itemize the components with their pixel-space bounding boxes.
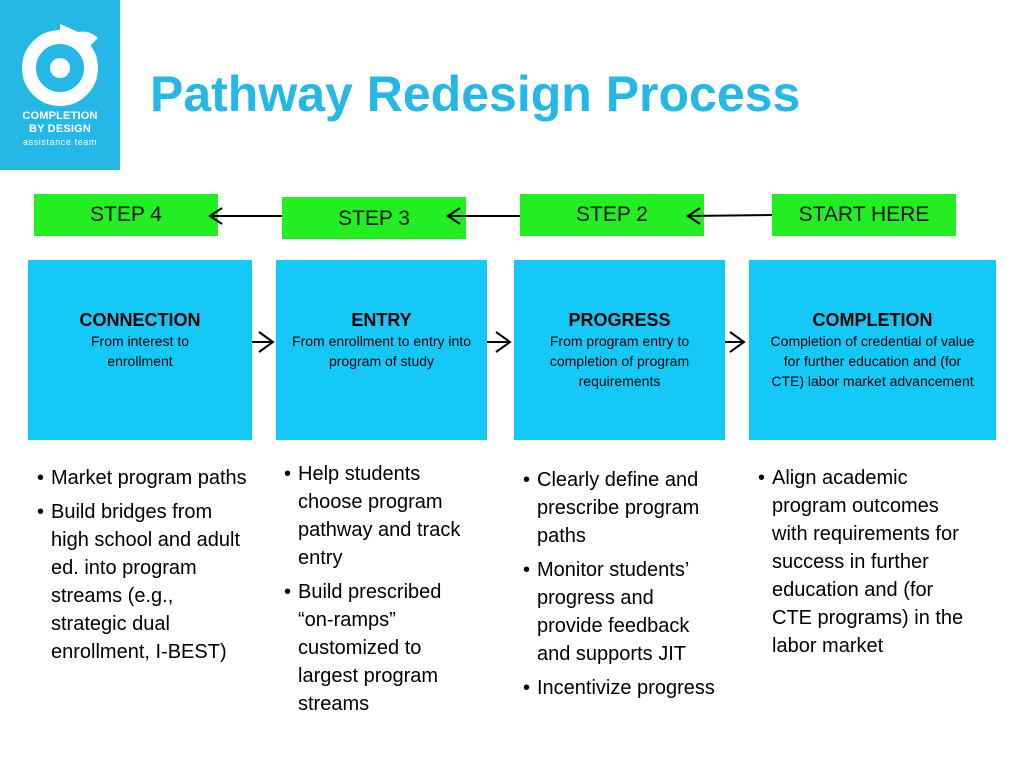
stage-connection-box: CONNECTION From interest to enrollment [28,260,252,440]
step-2-label: STEP 2 [520,194,704,236]
logo: COMPLETION BY DESIGN assistance team [0,0,120,170]
logo-line3: assistance team [22,137,98,147]
stage-progress-description: From program entry to completion of prog… [549,333,690,389]
stage-entry-box: ENTRY From enrollment to entry into prog… [276,260,487,440]
arrow-left-icon [446,207,520,225]
list-item: Align academic program outcomes with req… [758,464,976,660]
start-here-label: START HERE [772,194,956,236]
step-3-label: STEP 3 [282,197,466,239]
logo-line2: BY DESIGN [28,123,92,135]
list-item: Build prescribed “on-ramps” customized t… [284,578,480,718]
stage-connection-title: CONNECTION [79,310,201,330]
logo-mark-icon [22,24,98,106]
arrow-left-icon [208,207,282,225]
list-item: Build bridges from high school and adult… [37,498,249,666]
step-4-label: STEP 4 [34,194,218,236]
list-item: Market program paths [37,464,249,492]
connection-bullet-list: Market program paths Build bridges from … [37,464,249,672]
stage-entry-title: ENTRY [351,310,412,330]
list-item: Clearly define and prescribe program pat… [523,466,723,550]
logo-line1: COMPLETION [22,110,98,122]
page-title: Pathway Redesign Process [150,66,801,122]
arrow-left-icon [686,207,773,225]
list-item: Incentivize progress [523,674,723,702]
list-item: Help students choose program pathway and… [284,460,480,572]
stage-completion-title: COMPLETION [812,310,933,330]
stage-progress-box: PROGRESS From program entry to completio… [514,260,725,440]
stage-completion-box: COMPLETION Completion of credential of v… [749,260,996,440]
entry-bullet-list: Help students choose program pathway and… [284,460,480,724]
progress-bullet-list: Clearly define and prescribe program pat… [523,466,723,708]
stage-completion-description: Completion of credential of value for fu… [770,333,975,389]
completion-bullet-list: Align academic program outcomes with req… [758,464,976,666]
list-item: Monitor students’ progress and provide f… [523,556,723,668]
stage-connection-description: From interest to enrollment [90,333,190,369]
stage-progress-title: PROGRESS [568,310,671,330]
stage-entry-description: From enrollment to entry into program of… [292,333,471,369]
